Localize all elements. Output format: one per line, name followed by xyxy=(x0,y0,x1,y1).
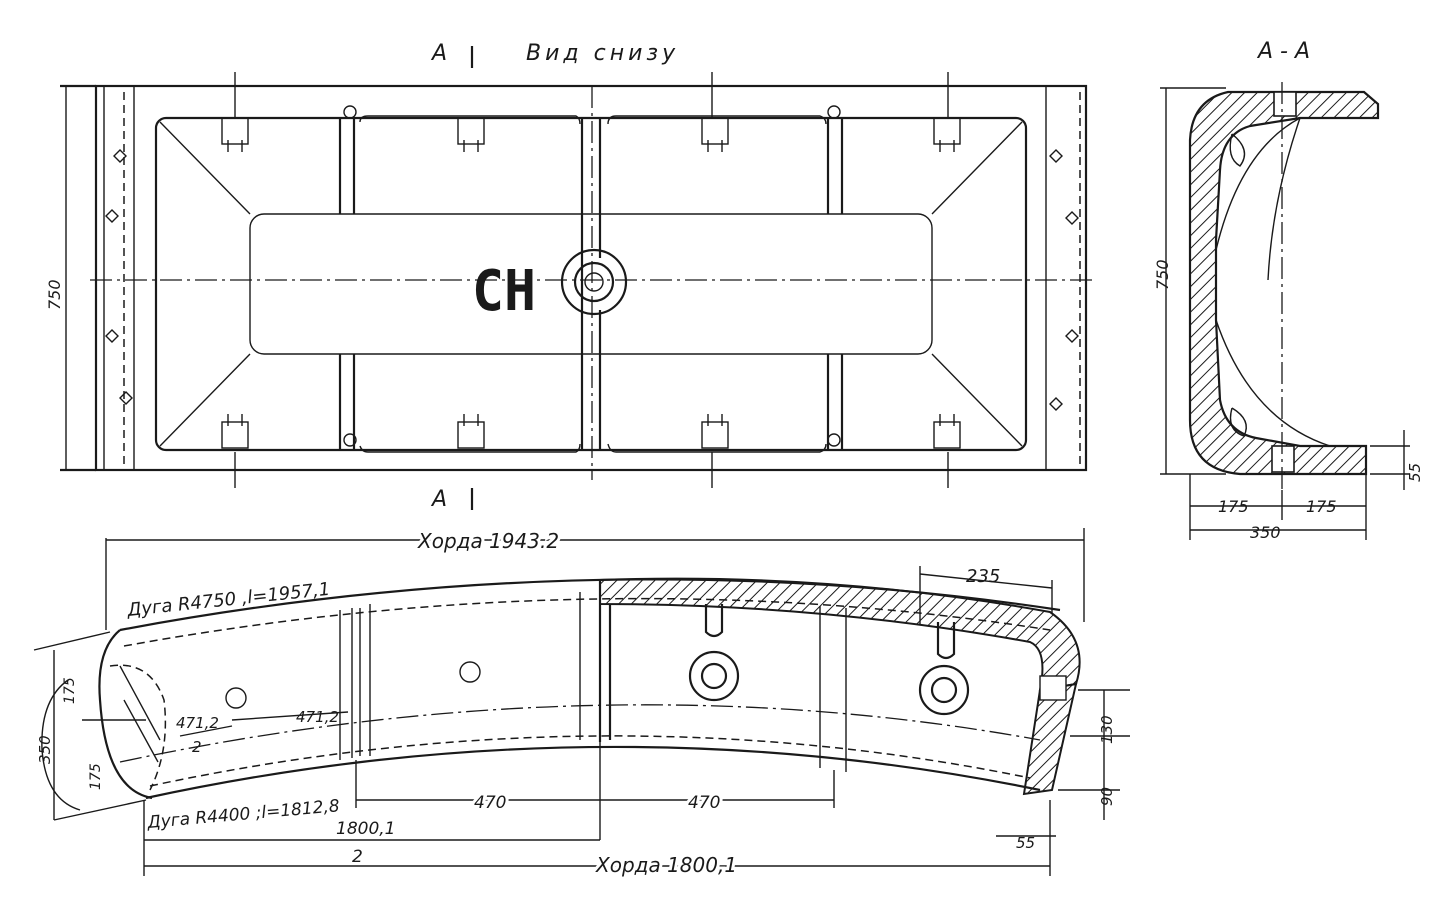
pitch-a-denominator: 2 xyxy=(192,738,202,756)
plan-height-dimension: 750 xyxy=(45,279,64,310)
fastener-marks xyxy=(105,149,1079,411)
section-letter-bottom: А xyxy=(430,487,447,512)
right-130-dimension: 130 xyxy=(1098,715,1116,744)
right-55-dimension: 55 xyxy=(1016,834,1035,852)
section-half-left-dimension: 175 xyxy=(1218,497,1249,516)
span-left-dimension: 470 xyxy=(474,793,506,813)
end-175-b-dimension: 175 xyxy=(88,763,104,790)
arc-outer-dimension: Дуга R4750 ,l=1957,1 xyxy=(125,579,331,621)
end-cap xyxy=(98,629,153,800)
section-height-dimension: 750 xyxy=(1153,259,1172,290)
section-title: А - А xyxy=(1256,39,1310,64)
view-title: Вид снизу xyxy=(526,41,679,66)
end-350-dimension: 350 xyxy=(36,735,54,764)
right-90-dimension: 90 xyxy=(1098,787,1116,806)
section-letter-top: А xyxy=(430,41,447,66)
mounting-lug-group xyxy=(221,72,961,488)
inner-arc xyxy=(145,745,1041,800)
section-half-right-dimension: 175 xyxy=(1306,497,1337,516)
boss-center xyxy=(688,650,740,702)
part-marking: СН xyxy=(472,259,536,324)
plan-view xyxy=(60,46,1095,510)
hatched-top-wall xyxy=(599,577,1081,692)
section-flange-dimension: 55 xyxy=(1406,463,1424,482)
span-right-dimension: 470 xyxy=(688,793,720,813)
boss-right xyxy=(918,664,970,716)
chord-top-dimension: Хорда 1943.2 xyxy=(417,529,559,553)
end-175-a-dimension: 175 xyxy=(62,677,78,704)
pitch-b-dimension: 471,2 xyxy=(296,708,339,726)
pitch-a-numerator: 471,2 xyxy=(176,714,219,732)
half-chord-numerator: 1800,1 xyxy=(336,819,395,839)
half-chord-denominator: 2 xyxy=(352,847,363,867)
side-arc-view xyxy=(33,528,1130,876)
chord-bottom-dimension: Хорда 1800,1 xyxy=(595,853,737,877)
central-boss xyxy=(560,248,628,316)
section-a-a-view xyxy=(1160,82,1410,540)
arc-inner-dimension: Дуга R4400 ;l=1812,8 xyxy=(146,796,341,833)
plan-inner-frame xyxy=(154,116,1028,452)
section-profile xyxy=(1188,90,1380,476)
section-width-dimension: 350 xyxy=(1250,523,1281,542)
plan-outline xyxy=(94,84,1088,472)
dim-235: 235 xyxy=(966,566,1000,587)
